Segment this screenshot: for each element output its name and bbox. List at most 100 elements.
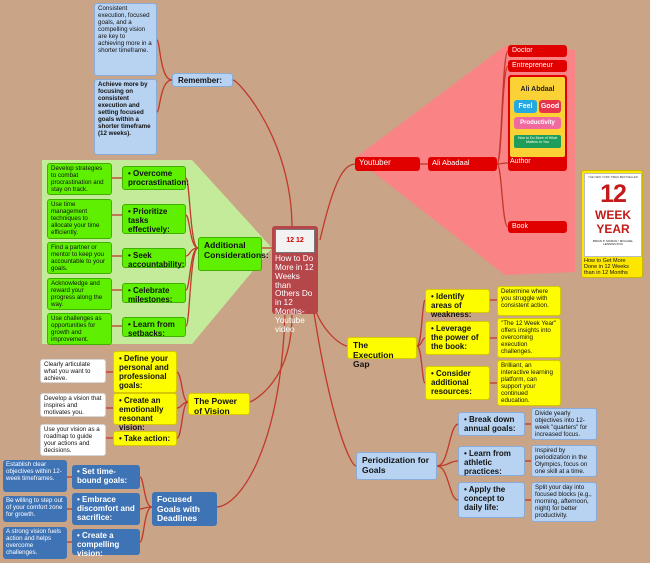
period-note-3[interactable]: Split your day into focused blocks (e.g.…: [531, 482, 597, 522]
remember-note-1[interactable]: Consistent execution, focused goals, and…: [94, 3, 157, 76]
power-note-3-text: Use your vision as a roadmap to guide yo…: [44, 426, 100, 454]
power-node[interactable]: The Power of Vision: [188, 393, 250, 415]
additional-note-4[interactable]: Acknowledge and reward your progress alo…: [47, 278, 112, 310]
focused-note-2[interactable]: Be willing to step out of your comfort z…: [3, 496, 67, 522]
remember-note-1-text: Consistent execution, focused goals, and…: [98, 5, 152, 54]
author-label: Author: [510, 158, 531, 165]
focused-note-2-text: Be willing to step out of your comfort z…: [6, 497, 63, 518]
power-note-1[interactable]: Clearly articulate what you want to achi…: [40, 359, 106, 383]
additional-label: Additional Considerations:: [204, 240, 269, 260]
gap-note-1[interactable]: Determine where you struggle with consis…: [497, 286, 561, 316]
gap-note-2-text: "The 12 Week Year" offers insights into …: [501, 320, 557, 355]
focused-note-1-text: Establish clear objectives within 12-wee…: [6, 461, 62, 482]
period-note-2[interactable]: Inspired by periodization in the Olympic…: [531, 445, 597, 477]
additional-note-2-text: Use time management techniques to alloca…: [51, 201, 100, 236]
additional-item-1-label: Overcome procrastination:: [128, 169, 189, 187]
period-item-3-label: Apply the concept to daily life:: [464, 485, 506, 512]
gap-item-2-label: Leverage the power of the book:: [431, 324, 479, 351]
thumbnail-text: 12 12: [286, 237, 304, 245]
focused-note-3[interactable]: A strong vision fuels action and helps o…: [3, 527, 67, 559]
focused-line: [216, 314, 286, 508]
entrepreneur-node[interactable]: Entrepreneur: [508, 60, 567, 72]
additional-item-3[interactable]: Seek accountability:: [122, 248, 186, 269]
youtuber-name-node[interactable]: Ali Abadaal: [428, 157, 497, 171]
additional-node[interactable]: Additional Considerations:: [198, 237, 269, 271]
power-item-2[interactable]: Create an emotionally resonant vision:: [113, 393, 177, 432]
fgp-author: Ali Abdaal: [520, 86, 555, 93]
gap-node[interactable]: The Execution Gap: [347, 337, 417, 369]
focused-item-1-label: Set time-bound goals:: [77, 467, 128, 485]
gap-item-2[interactable]: Leverage the power of the book:: [425, 321, 490, 355]
gap-item-3-label: Consider additional resources:: [431, 369, 472, 396]
additional-note-1[interactable]: Develop strategies to combat procrastina…: [47, 163, 112, 195]
fgp-tagline: How to Do More of What Matters to You: [517, 136, 558, 145]
period-item-1-label: Break down annual goals:: [464, 415, 516, 433]
power-label: The Power of Vision: [194, 396, 237, 416]
additional-item-2[interactable]: Prioritize tasks effectively:: [122, 204, 186, 234]
period-item-2-label: Learn from athletic practices:: [464, 449, 511, 476]
twelve-week-year-cover: THE NEW YORK TIMES BESTSELLER 12 WEEK YE…: [584, 173, 642, 257]
additional-item-5[interactable]: Learn from setbacks:: [122, 317, 186, 338]
power-note-2[interactable]: Develop a vision that inspires and motiv…: [40, 393, 106, 417]
gap-label: The Execution Gap: [353, 340, 394, 370]
focused-item-3[interactable]: Create a compelling vision:: [72, 529, 140, 558]
gap-note-3-text: Brilliant, an interactive learning platf…: [501, 362, 553, 404]
youtuber-label: Youtuber: [359, 158, 391, 167]
additional-item-5-label: Learn from setbacks:: [128, 320, 175, 338]
book-node[interactable]: Book: [508, 221, 567, 233]
additional-note-3[interactable]: Find a partner or mentor to keep you acc…: [47, 242, 112, 274]
period-item-2[interactable]: Learn from athletic practices:: [458, 446, 525, 476]
twy-number: 12: [600, 180, 627, 208]
additional-note-1-text: Develop strategies to combat procrastina…: [51, 165, 104, 193]
gap-item-1[interactable]: Identify areas of weakness:: [425, 289, 490, 319]
remember-note-2-text: Achieve more by focusing on consistent e…: [98, 81, 151, 137]
period-note-1[interactable]: Divide yearly objectives into 12-week "q…: [531, 408, 597, 440]
gap-note-3[interactable]: Brilliant, an interactive learning platf…: [497, 360, 561, 406]
doctor-label: Doctor: [512, 47, 533, 54]
power-item-3[interactable]: Take action:: [113, 431, 177, 446]
power-item-3-label: Take action:: [124, 434, 171, 443]
twelve-week-year-card[interactable]: THE NEW YORK TIMES BESTSELLER 12 WEEK YE…: [581, 170, 643, 278]
additional-item-1[interactable]: Overcome procrastination:: [122, 166, 189, 190]
remember-note-2[interactable]: Achieve more by focusing on consistent e…: [94, 79, 157, 155]
twy-caption: How to Get More Done in 12 Weeks than in…: [584, 258, 629, 277]
focused-note-1[interactable]: Establish clear objectives within 12-wee…: [3, 460, 67, 492]
additional-item-3-label: Seek accountability:: [128, 251, 185, 269]
additional-item-2-label: Prioritize tasks effectively:: [128, 207, 170, 234]
fgp-feel: Feel: [518, 103, 533, 110]
additional-note-3-text: Find a partner or mentor to keep you acc…: [51, 244, 106, 272]
additional-item-4[interactable]: Celebrate milestones:: [122, 283, 186, 304]
fgp-feel-badge: Feel: [514, 100, 537, 113]
twy-week: WEEK: [595, 208, 631, 222]
fgp-tagline-box: How to Do More of What Matters to You: [514, 135, 561, 148]
youtuber-node[interactable]: Youtuber: [355, 157, 420, 171]
doctor-node[interactable]: Doctor: [508, 45, 567, 57]
video-thumbnail: 12 12: [275, 229, 315, 253]
period-node[interactable]: Periodization for Goals: [356, 452, 437, 480]
twy-top-banner: THE NEW YORK TIMES BESTSELLER: [588, 175, 638, 179]
twy-year: YEAR: [596, 222, 630, 236]
additional-note-2[interactable]: Use time management techniques to alloca…: [47, 199, 112, 239]
power-note-1-text: Clearly articulate what you want to achi…: [44, 361, 91, 382]
feel-good-productivity-cover: Ali Abdaal Feel Good Productivity How to…: [510, 77, 565, 157]
period-note-1-text: Divide yearly objectives into 12-week "q…: [535, 410, 588, 438]
additional-note-4-text: Acknowledge and reward your progress alo…: [51, 280, 103, 308]
period-item-1[interactable]: Break down annual goals:: [458, 412, 525, 436]
power-item-1[interactable]: Define your personal and professional go…: [113, 351, 177, 393]
central-topic[interactable]: 12 12 How to Do More in 12 Weeks than Ot…: [272, 226, 318, 334]
additional-note-5[interactable]: Use challenges as opportunities for grow…: [47, 313, 112, 345]
focused-item-2[interactable]: Embrace discomfort and sacrifice:: [72, 493, 140, 525]
author-node[interactable]: Ali Abdaal Feel Good Productivity How to…: [508, 75, 567, 171]
focused-node[interactable]: Focused Goals with Deadlines: [152, 492, 217, 526]
focused-item-1[interactable]: Set time-bound goals:: [72, 465, 140, 489]
gap-note-2[interactable]: "The 12 Week Year" offers insights into …: [497, 318, 561, 358]
gap-item-1-label: Identify areas of weakness:: [431, 292, 472, 319]
gap-item-3[interactable]: Consider additional resources:: [425, 366, 490, 400]
remember-node[interactable]: Remember:: [172, 73, 233, 87]
power-item-1-label: Define your personal and professional go…: [119, 354, 169, 390]
period-note-2-text: Inspired by periodization in the Olympic…: [535, 447, 588, 475]
focused-item-2-label: Embrace discomfort and sacrifice:: [77, 495, 135, 522]
power-note-3[interactable]: Use your vision as a roadmap to guide yo…: [40, 424, 106, 456]
additional-note-5-text: Use challenges as opportunities for grow…: [51, 315, 102, 343]
period-item-3[interactable]: Apply the concept to daily life:: [458, 482, 525, 518]
